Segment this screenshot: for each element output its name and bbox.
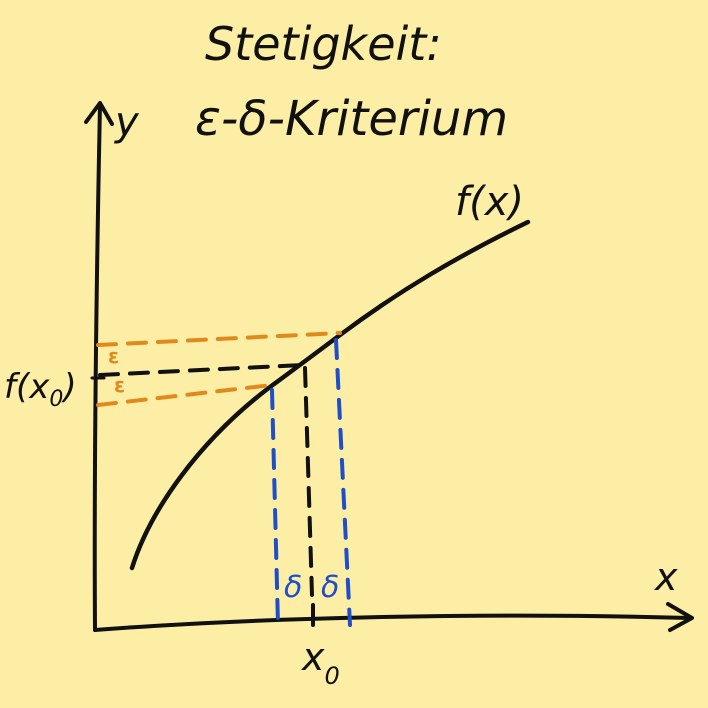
fx0-dashed-line bbox=[98, 363, 304, 377]
epsilon-band bbox=[96, 331, 342, 407]
x-axis-label: x bbox=[654, 555, 678, 599]
epsilon-lower-label: ε bbox=[114, 373, 125, 397]
delta-right-line bbox=[334, 338, 352, 627]
epsilon-upper-line bbox=[96, 331, 342, 347]
epsilon-upper-label: ε bbox=[108, 344, 119, 368]
y-axis-label: y bbox=[114, 99, 140, 145]
y-axis bbox=[92, 103, 102, 632]
epsilon-lower-line bbox=[96, 383, 274, 407]
delta-band bbox=[270, 338, 352, 627]
fx0-label: f(x0) bbox=[4, 367, 77, 412]
x0-dashed-line bbox=[303, 366, 314, 597]
delta-left-label: δ bbox=[284, 570, 302, 605]
delta-right-label: δ bbox=[321, 570, 339, 605]
arrow-up-icon bbox=[84, 101, 114, 126]
title-line-1: Stetigkeit: bbox=[205, 17, 442, 71]
delta-left-line bbox=[270, 388, 280, 627]
x0-label: x0 bbox=[301, 635, 340, 690]
function-curve bbox=[129, 219, 531, 571]
curve-label: f(x) bbox=[455, 179, 524, 225]
x-axis bbox=[93, 613, 692, 632]
title-line-2: ε-δ-Kriterium bbox=[195, 91, 508, 147]
arrow-right-icon bbox=[666, 602, 694, 632]
